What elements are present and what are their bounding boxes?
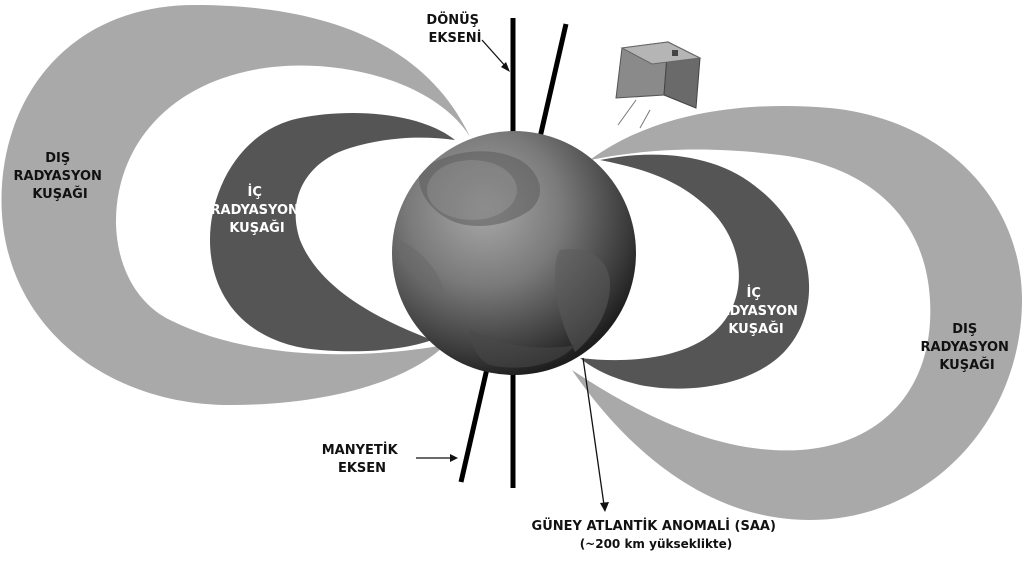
saa-label: GÜNEY ATLANTİK ANOMALİ (SAA) (~200 km yü… xyxy=(532,518,781,551)
inner-belt-right xyxy=(580,154,810,389)
outer-belt-left xyxy=(1,5,470,405)
inner-belt-left-label: İÇ RADYASYON KUŞAĞI xyxy=(211,184,304,236)
inner-belt-right-label: İÇ RADYASYON KUŞAĞI xyxy=(710,285,803,337)
satellite xyxy=(615,41,702,129)
saa-pointer xyxy=(582,357,609,512)
rotation-axis-label: DÖNÜŞ EKSENİ xyxy=(426,12,483,46)
rotation-axis-pointer xyxy=(481,39,510,72)
outer-belt-right xyxy=(572,105,1022,520)
inner-belt-left xyxy=(210,113,455,352)
outer-belt-left-label: DIŞ RADYASYON KUŞAĞI xyxy=(14,151,107,202)
outer-belt-right-label: DIŞ RADYASYON KUŞAĞI xyxy=(921,322,1014,373)
magnetic-axis-label: MANYETİK EKSEN xyxy=(322,442,402,476)
earth-globe xyxy=(392,131,636,375)
magnetic-axis-pointer xyxy=(416,454,458,462)
